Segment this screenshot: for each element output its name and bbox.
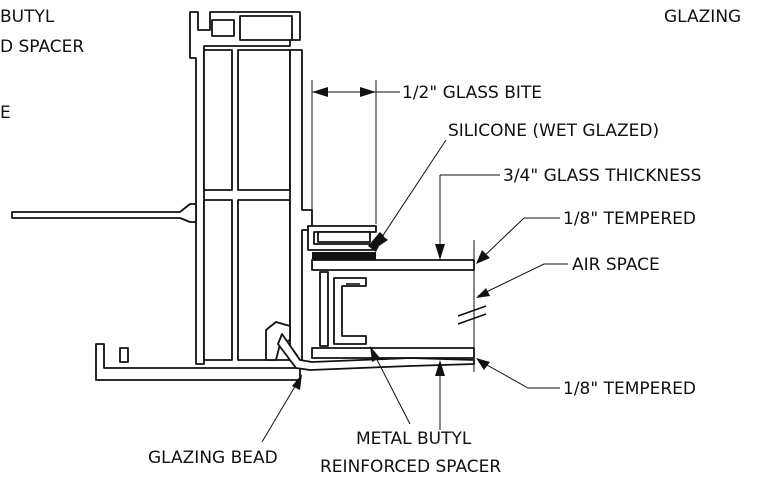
label-spacer-line1: METAL BUTYL: [356, 429, 472, 449]
leader-lines: [261, 139, 568, 443]
label-tempered-bottom: 1/8" TEMPERED: [563, 379, 696, 399]
label-spacer-line2: REINFORCED SPACER: [320, 457, 501, 477]
label-glass-bite: 1/2" GLASS BITE: [402, 83, 542, 103]
mullion-profile: [11, 11, 377, 381]
label-top-right: GLAZING: [664, 7, 741, 27]
metal-spacer: [319, 271, 367, 347]
label-air-space: AIR SPACE: [572, 255, 660, 275]
callout-labels: BUTYL D SPACER E GLAZING 1/2" GLASS BITE…: [0, 7, 741, 477]
label-glass-thickness: 3/4" GLASS THICKNESS: [503, 166, 701, 186]
label-tempered-top: 1/8" TEMPERED: [563, 209, 696, 229]
label-top-left-line2: D SPACER: [0, 37, 84, 57]
label-top-left-line1: BUTYL: [0, 7, 55, 27]
label-silicone: SILICONE (WET GLAZED): [448, 121, 659, 141]
label-glazing-bead: GLAZING BEAD: [148, 448, 278, 468]
label-top-left-fragment: E: [0, 103, 11, 123]
dimension-lines: [311, 80, 500, 430]
